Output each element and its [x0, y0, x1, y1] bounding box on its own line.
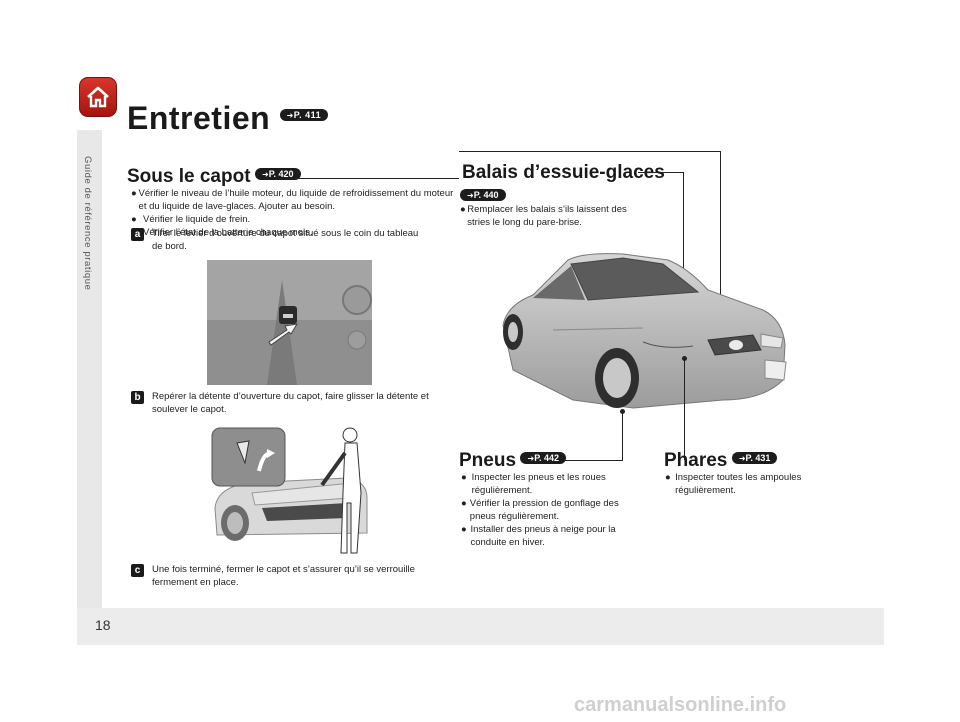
phares-heading: Phares [664, 450, 728, 471]
balais-ref-link[interactable]: ➜P. 440 [460, 188, 506, 201]
sous-capot-pointer-line [291, 178, 459, 179]
step-c: c Une fois terminé, fermer le capot et s… [131, 563, 456, 589]
arrow-icon: ➜ [261, 169, 269, 179]
pneus-heading-row: Pneus ➜P. 442 [459, 450, 567, 472]
step-badge: b [131, 391, 144, 404]
tire-pointer-vertical [622, 412, 623, 460]
page-ref-link[interactable]: ➜P. 411 [279, 108, 329, 121]
bullet-text: Vérifier le niveau de l’huile moteur, du… [138, 188, 454, 212]
bullet-text: Vérifier la pression de gonflage des pne… [469, 498, 619, 522]
hood-pointer-top [459, 151, 721, 152]
sous-capot-section: Sous le capot ➜P. 420 [127, 166, 301, 188]
side-tab[interactable] [77, 130, 102, 608]
step-text: Repérer la détente d’ouverture du capot,… [152, 391, 429, 415]
bullet-text: Inspecter toutes les ampoules régulièrem… [675, 472, 802, 496]
tire-pointer-horizontal [560, 460, 623, 461]
pneus-ref-link[interactable]: ➜P. 442 [520, 451, 567, 464]
sidebar-label: Guide de référence pratique [82, 156, 93, 291]
bullet-text: Vérifier le liquide de frein. [143, 214, 251, 225]
watermark: carmanualsonline.info [574, 694, 787, 716]
phares-heading-row: Phares ➜P. 431 [664, 450, 778, 472]
bullet-dot-icon: ● [665, 472, 671, 483]
page-number: 18 [95, 617, 111, 633]
step-text: Une fois terminé, fermer le capot et s’a… [152, 564, 415, 588]
hood-lever-photo [207, 260, 372, 385]
ref-text: P. 431 [745, 452, 771, 463]
home-button[interactable] [79, 77, 117, 117]
pneus-heading: Pneus [459, 450, 517, 471]
ref-text: P. 442 [534, 452, 560, 463]
hood-pointer-vertical [720, 151, 721, 311]
phares-bullet: ● Inspecter toutes les ampoules régulière… [665, 471, 835, 497]
home-icon [87, 86, 109, 108]
headlight-pointer-vertical [684, 360, 685, 460]
hood-open-photo [211, 427, 368, 554]
bullet-item: ● Inspecter les pneus et les roues réguli… [461, 471, 646, 497]
balais-bullet: ●Remplacer les balais s’ils laissent des… [460, 203, 635, 229]
balais-ref[interactable]: ➜P. 440 [460, 186, 506, 204]
step-badge: c [131, 564, 144, 577]
bullet-text: Inspecter les pneus et les roues réguliè… [471, 472, 606, 496]
page-title: Entretien ➜P. 411 [127, 100, 329, 137]
pneus-bullets: ● Inspecter les pneus et les roues réguli… [461, 471, 646, 549]
arrow-icon: ➜ [467, 190, 474, 200]
car-illustration [502, 253, 787, 409]
bullet-dot-icon: ● [461, 524, 467, 535]
sous-capot-ref-link[interactable]: ➜P. 420 [254, 167, 301, 180]
step-text: Tirer le levier d’ouverture du capot sit… [152, 228, 419, 252]
phares-ref-link[interactable]: ➜P. 431 [731, 451, 778, 464]
bullet-item: ●Vérifier le niveau de l’huile moteur, d… [131, 187, 461, 213]
arrow-icon: ➜ [527, 453, 535, 463]
step-a: a Tirer le levier d’ouverture du capot s… [131, 227, 431, 253]
ref-text: P. 420 [268, 168, 294, 179]
bullet-text: Vérifier l’état de la batterie chaque mo… [143, 227, 313, 238]
wiper-pointer-vertical [683, 172, 684, 294]
ref-text: P. 440 [473, 189, 499, 200]
bullet-dot-icon: ● [461, 472, 467, 483]
footer-bar [77, 608, 884, 645]
page-ref-text: P. 411 [293, 109, 322, 120]
tire-pointer-dot [620, 409, 625, 414]
sous-capot-heading: Sous le capot [127, 166, 251, 187]
bullet-dot-icon: ● [131, 188, 137, 199]
bullet-item: ● Vérifier le liquide de frein. [131, 213, 461, 226]
balais-heading: Balais d’essuie-glaces [462, 162, 665, 183]
bullet-dot-icon: ● [461, 498, 467, 509]
bullet-dot-icon: ● [460, 204, 466, 215]
arrow-icon: ➜ [738, 453, 746, 463]
headlight-pointer-dot [682, 356, 687, 361]
step-b: b Repérer la détente d’ouverture du capo… [131, 390, 441, 416]
bullet-dot-icon: ● [131, 214, 137, 225]
page-title-text: Entretien [127, 100, 271, 136]
bullet-item: ●Installer des pneus à neige pour la con… [461, 523, 646, 549]
bullet-text: Remplacer les balais s’ils laissent des … [467, 204, 627, 228]
balais-pointer-line [638, 172, 683, 173]
step-badge: a [131, 228, 144, 241]
bullet-item: ●Vérifier la pression de gonflage des pn… [461, 497, 646, 523]
arrow-icon: ➜ [286, 110, 294, 120]
bullet-text: Installer des pneus à neige pour la cond… [470, 524, 616, 548]
